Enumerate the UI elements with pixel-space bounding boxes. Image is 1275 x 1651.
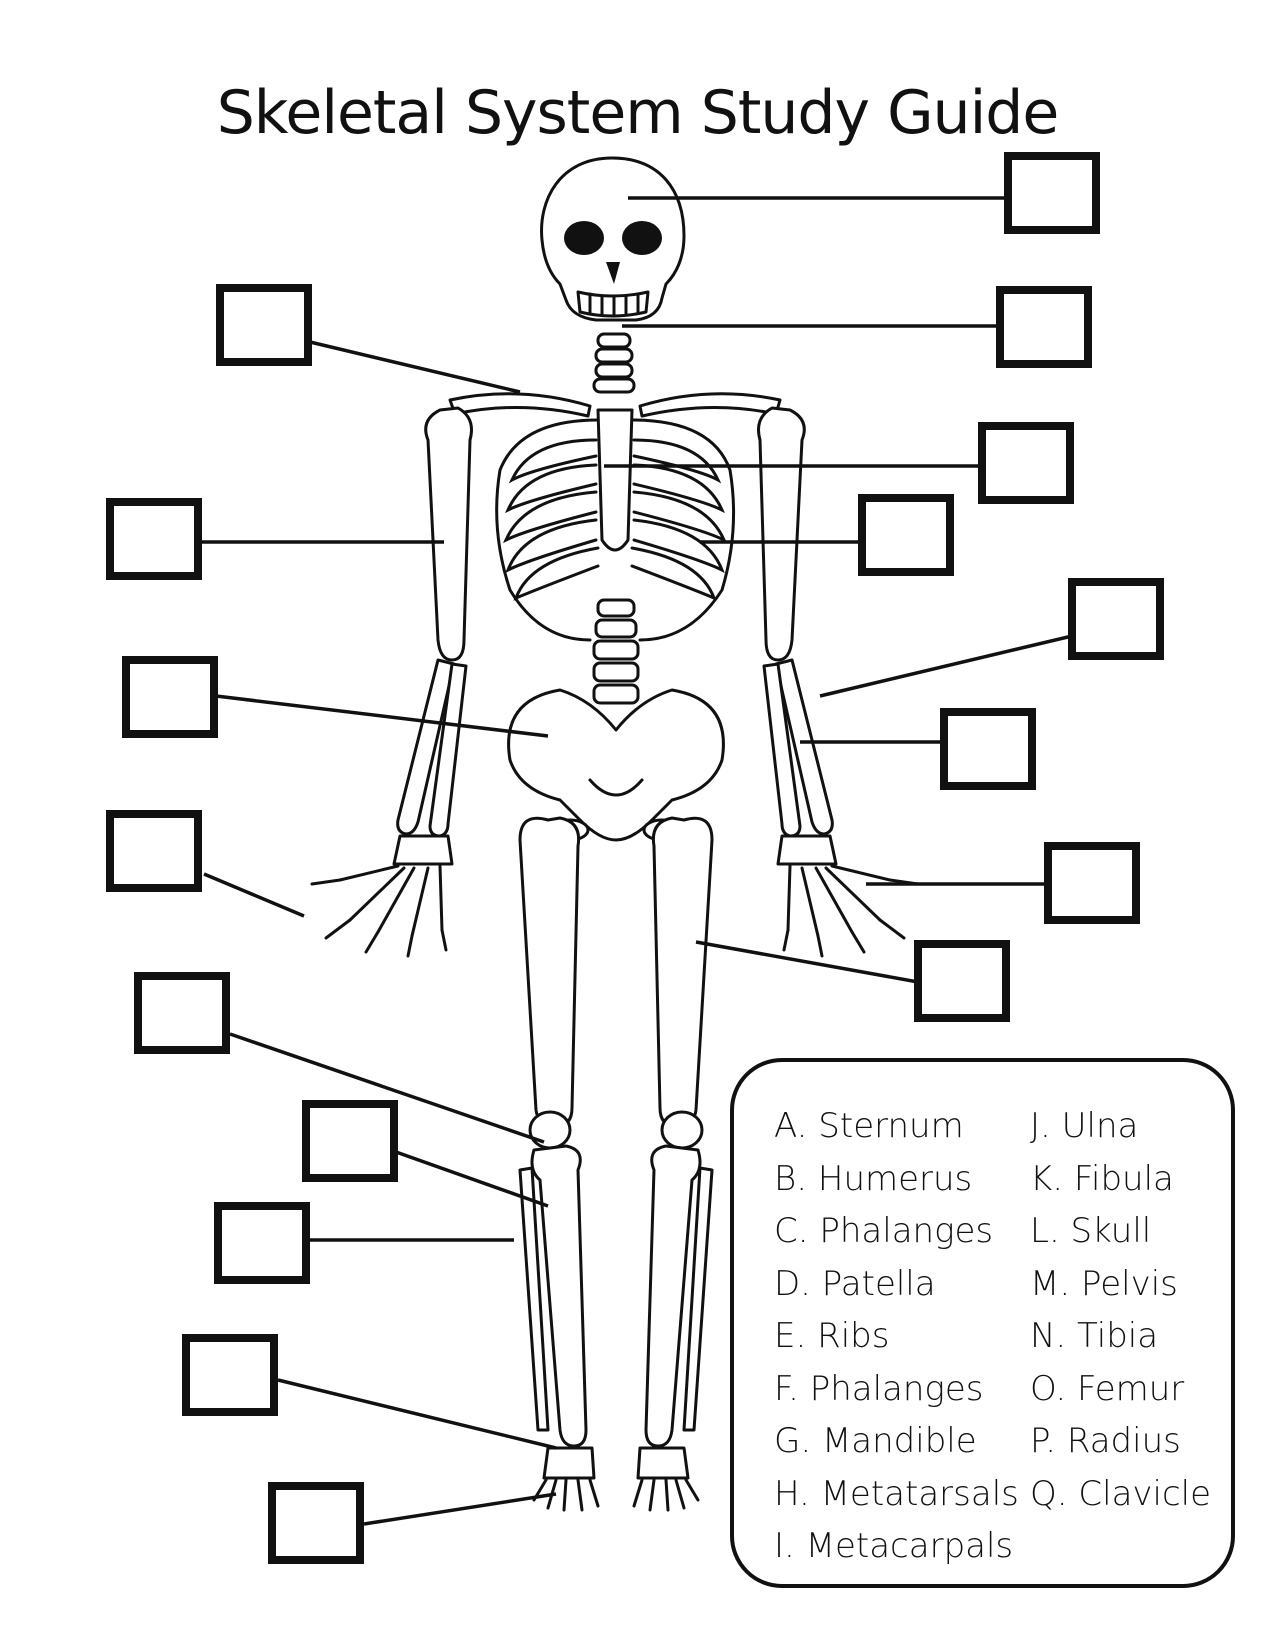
answer-box-phalanges-hand[interactable] <box>110 814 198 888</box>
word-bank-item: A. Sternum <box>774 1100 1019 1153</box>
answer-box-phalanges-foot[interactable] <box>272 1486 360 1560</box>
word-bank-left-column: A. Sternum B. Humerus C. Phalanges D. Pa… <box>774 1100 1019 1573</box>
word-bank-item: M. Pelvis <box>1030 1258 1211 1311</box>
word-bank-item: C. Phalanges <box>774 1205 1019 1258</box>
right-arm <box>759 408 919 956</box>
word-bank-right-column: J. Ulna K. Fibula L. Skull M. Pelvis N. … <box>1030 1100 1211 1520</box>
word-bank-item: B. Humerus <box>774 1153 1019 1206</box>
left-leg <box>520 818 598 1510</box>
answer-box-clavicle[interactable] <box>220 288 308 362</box>
page-title: Skeletal System Study Guide <box>0 78 1275 148</box>
right-leg <box>634 818 712 1510</box>
word-bank-item: L. Skull <box>1030 1205 1211 1258</box>
answer-box-femur[interactable] <box>918 944 1006 1018</box>
answer-box-ribs[interactable] <box>862 498 950 572</box>
answer-box-fibula[interactable] <box>218 1206 306 1280</box>
word-bank-item: D. Patella <box>774 1258 1019 1311</box>
word-bank-item: E. Ribs <box>774 1310 1019 1363</box>
skull <box>542 158 684 320</box>
lumbar-spine <box>594 600 638 703</box>
answer-box-metatarsals[interactable] <box>186 1338 274 1412</box>
word-bank-item: O. Femur <box>1030 1363 1211 1416</box>
answer-box-patella[interactable] <box>138 976 226 1050</box>
cervical-spine <box>594 334 634 392</box>
answer-box-sternum[interactable] <box>982 426 1070 500</box>
word-bank-item: H. Metatarsals <box>774 1468 1019 1521</box>
answer-box-metacarpals[interactable] <box>1048 846 1136 920</box>
word-bank-item: N. Tibia <box>1030 1310 1211 1363</box>
word-bank-item: K. Fibula <box>1030 1153 1211 1206</box>
word-bank-item: I. Metacarpals <box>774 1520 1019 1573</box>
answer-box-ulna[interactable] <box>1072 582 1160 656</box>
answer-box-humerus[interactable] <box>110 502 198 576</box>
word-bank: A. Sternum B. Humerus C. Phalanges D. Pa… <box>730 1058 1235 1588</box>
answer-box-mandible[interactable] <box>1000 290 1088 364</box>
word-bank-item: Q. Clavicle <box>1030 1468 1211 1521</box>
word-bank-item: J. Ulna <box>1030 1100 1211 1153</box>
answer-box-pelvis[interactable] <box>126 660 214 734</box>
answer-box-skull[interactable] <box>1008 156 1096 230</box>
word-bank-item: G. Mandible <box>774 1415 1019 1468</box>
word-bank-item: F. Phalanges <box>774 1363 1019 1416</box>
word-bank-item: P. Radius <box>1030 1415 1211 1468</box>
left-arm <box>312 408 472 956</box>
answer-box-radius[interactable] <box>944 712 1032 786</box>
answer-box-tibia[interactable] <box>306 1104 394 1178</box>
